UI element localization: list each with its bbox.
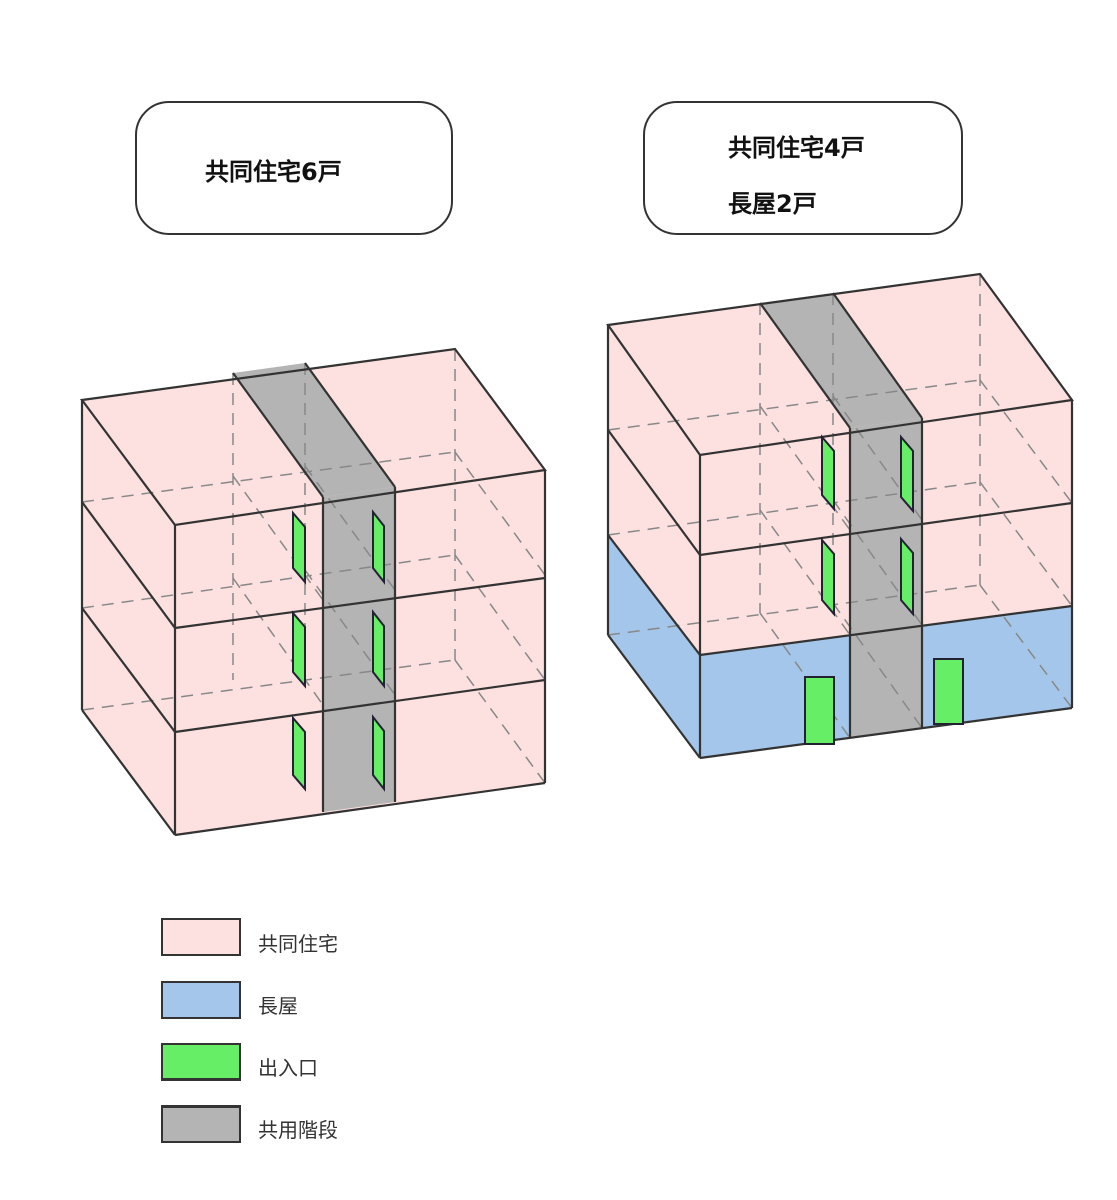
entrance-door-icon [372,714,385,792]
row-house-door-icon [933,658,964,725]
entrance-door-icon [821,434,835,512]
legend-label-apartment: 共同住宅 [258,932,338,956]
entrance-door-icon [372,609,385,689]
left-building [80,347,547,837]
entrance-door-icon [292,510,306,585]
left-stair-top [233,363,395,497]
entrance-door-icon [900,434,914,514]
legend-swatch-shared-stairs [161,1105,241,1143]
right-title-box [643,101,963,235]
entrance-door-icon [292,610,306,689]
left-title-box [135,101,453,235]
right-title-line2: 長屋2戸 [728,190,817,218]
legend-label-entrance: 出入口 [258,1056,318,1080]
legend-label-shared-stairs: 共用階段 [258,1118,338,1142]
legend-label-row-house: 長屋 [258,994,298,1018]
legend-swatch-row-house [161,981,241,1019]
entrance-door-icon [292,715,306,792]
legend-swatch-apartment [161,918,241,956]
left-entrances [292,509,385,792]
entrance-door-icon [821,537,835,617]
entrance-door-icon [900,536,914,617]
right-entrances [804,434,964,745]
left-title: 共同住宅6戸 [205,158,342,186]
row-house-door-icon [804,676,835,745]
entrance-door-icon [372,509,385,585]
right-building [606,272,1074,760]
right-title-line1: 共同住宅4戸 [728,134,865,162]
legend-swatch-entrance [161,1043,241,1081]
